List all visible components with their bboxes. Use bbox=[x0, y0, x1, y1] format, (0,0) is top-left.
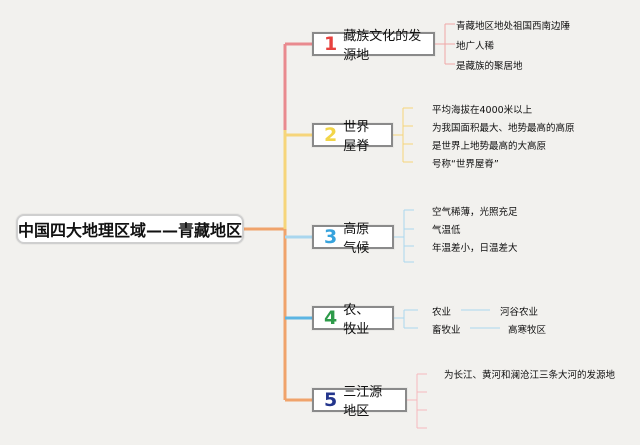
branch-4-item-2: 畜牧业 bbox=[432, 325, 461, 336]
branch-2-item-3: 是世界上地势最高的大高原 bbox=[432, 141, 547, 152]
branch-2-item-4: 号称“世界屋脊” bbox=[432, 159, 499, 170]
branch-1-item-1: 青藏地区地处祖国西南边陲 bbox=[456, 21, 571, 32]
branch-4: 4 农、牧业 bbox=[312, 303, 394, 337]
branch-1-number: 1 bbox=[324, 32, 338, 55]
branch-1-item-3: 是藏族的聚居地 bbox=[456, 61, 523, 72]
branch-4-title: 农、牧业 bbox=[343, 303, 370, 337]
branch-3-item-3: 年温差小，日温差大 bbox=[432, 243, 518, 254]
branch-4-item-1: 农业 bbox=[432, 307, 452, 318]
branch-5: 5 三江源地区 bbox=[312, 385, 407, 419]
branch-1-item-2: 地广人稀 bbox=[456, 41, 495, 52]
branch-2-number: 2 bbox=[324, 123, 338, 146]
branch-3-item-2: 气温低 bbox=[432, 225, 461, 236]
branch-5-title: 三江源地区 bbox=[343, 385, 383, 419]
branch-5-item-1: 为长江、黄河和澜沧江三条大河的发源地 bbox=[444, 370, 616, 381]
branch-2-item-1: 平均海拔在4000米以上 bbox=[432, 105, 533, 116]
root-topic: 中国四大地理区域——青藏地区 bbox=[16, 214, 244, 244]
branch-3-item-1: 空气稀薄，光照充足 bbox=[432, 207, 518, 218]
branch-2-item-2: 为我国面积最大、地势最高的高原 bbox=[432, 123, 575, 134]
branch-3-number: 3 bbox=[324, 225, 338, 248]
branch-4-sub-1: 河谷农业 bbox=[500, 307, 539, 318]
branch-4-number: 4 bbox=[324, 306, 338, 329]
branch-3-title: 高原气候 bbox=[343, 222, 370, 256]
branch-1-title: 藏族文化的发源地 bbox=[343, 29, 422, 63]
branch-2: 2 世界屋脊 bbox=[312, 120, 393, 154]
branch-5-number: 5 bbox=[324, 388, 338, 411]
branch-4-sub-2: 高寒牧区 bbox=[508, 325, 547, 336]
root-title: 中国四大地理区域——青藏地区 bbox=[18, 221, 243, 240]
branch-1: 1 藏族文化的发源地 bbox=[312, 29, 435, 63]
branch-3: 3 高原气候 bbox=[312, 222, 394, 256]
branch-2-title: 世界屋脊 bbox=[343, 120, 370, 154]
